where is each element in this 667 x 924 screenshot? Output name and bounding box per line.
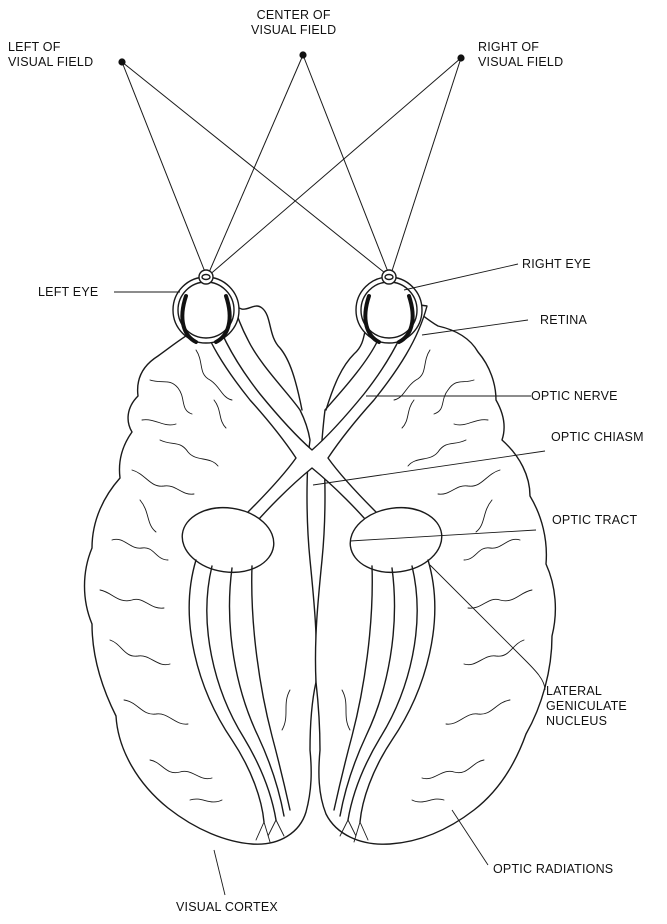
label-optic-chiasm: OPTIC CHIASM: [551, 430, 644, 445]
label-left-field-line2: VISUAL FIELD: [8, 55, 93, 70]
right-field-point: [457, 54, 464, 61]
label-optic-radiations: OPTIC RADIATIONS: [493, 862, 613, 877]
label-optic-tract: OPTIC TRACT: [552, 513, 637, 528]
label-lateral-geniculate-nucleus: LATERAL GENICULATE NUCLEUS: [546, 684, 627, 729]
left-eye-drawing: [173, 270, 239, 343]
label-lgn-line3: NUCLEUS: [546, 714, 627, 729]
label-retina: RETINA: [540, 313, 587, 328]
center-field-point: [299, 51, 306, 58]
left-field-point: [118, 58, 125, 65]
label-center-of-visual-field: CENTER OF VISUAL FIELD: [251, 8, 336, 38]
right-eye-drawing: [356, 270, 422, 343]
label-lgn-line1: LATERAL: [546, 684, 627, 699]
visual-field-rays: [122, 55, 461, 277]
label-lgn-line2: GENICULATE: [546, 699, 627, 714]
label-center-field-line1: CENTER OF: [251, 8, 336, 23]
label-right-of-visual-field: RIGHT OF VISUAL FIELD: [478, 40, 563, 70]
label-center-field-line2: VISUAL FIELD: [251, 23, 336, 38]
label-left-eye: LEFT EYE: [38, 285, 98, 300]
label-right-field-line1: RIGHT OF: [478, 40, 563, 55]
label-right-field-line2: VISUAL FIELD: [478, 55, 563, 70]
brain-outline: [85, 300, 556, 844]
label-left-field-line1: LEFT OF: [8, 40, 93, 55]
label-optic-nerve: OPTIC NERVE: [531, 389, 618, 404]
label-left-of-visual-field: LEFT OF VISUAL FIELD: [8, 40, 93, 70]
label-visual-cortex: VISUAL CORTEX: [176, 900, 278, 915]
label-right-eye: RIGHT EYE: [522, 257, 591, 272]
